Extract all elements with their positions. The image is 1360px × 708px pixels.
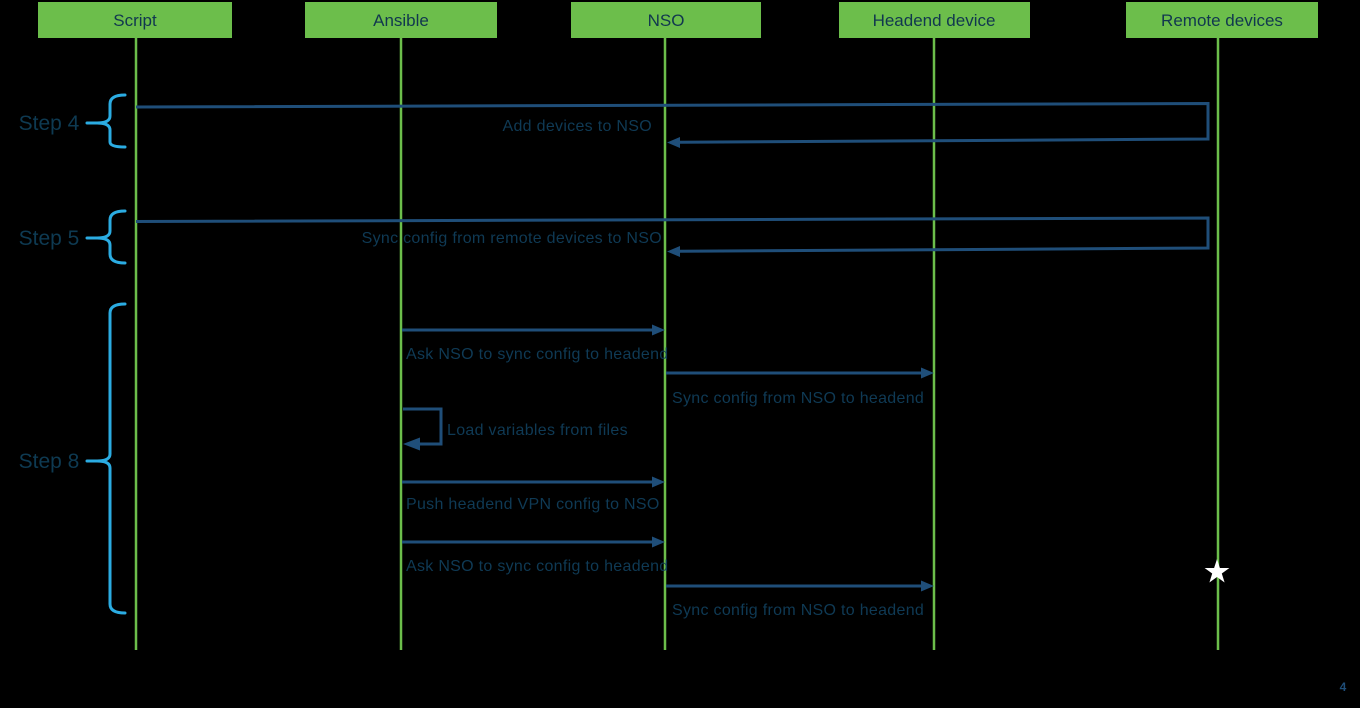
actor-header-script: Script — [38, 2, 232, 38]
message-sync-headend-2-label: Sync config from NSO to headend — [672, 602, 924, 619]
step-4-label: Step 4 — [19, 112, 80, 135]
actor-label-ansible: Ansible — [373, 11, 429, 30]
actor-box-ansible — [305, 2, 497, 38]
step-5-brace — [96, 209, 127, 265]
message-push-vpn-config-label: Push headend VPN config to NSO — [406, 496, 660, 513]
step-4-brace — [96, 93, 127, 149]
step-4-group: Step 4 Add devices to NSO — [19, 93, 1210, 149]
actor-box-nso — [571, 2, 761, 38]
actor-box-remote-devices — [1126, 2, 1318, 38]
message-sync-headend-1-label: Sync config from NSO to headend — [672, 390, 924, 407]
arrowhead-push-vpn-config — [652, 476, 665, 488]
arrowhead-sync-headend-2 — [921, 580, 934, 592]
arrowhead-add-devices — [667, 137, 680, 148]
arrowhead-ask-nso-1 — [652, 324, 665, 336]
arrow-add-devices — [135, 101, 1210, 144]
actor-box-script — [38, 2, 232, 38]
actor-label-nso: NSO — [648, 11, 685, 30]
actor-header-nso: NSO — [571, 2, 761, 38]
arrowhead-sync-remote — [667, 246, 680, 257]
step-8-label: Step 8 — [19, 450, 80, 473]
star-icon — [1204, 559, 1230, 583]
actor-header-ansible: Ansible — [305, 2, 497, 38]
message-add-devices-label: Add devices to NSO — [503, 118, 652, 135]
message-ask-nso-2-label: Ask NSO to sync config to headend — [406, 558, 669, 575]
arrow-sync-remote — [135, 216, 1210, 253]
step-5-group: Step 5 Sync config from remote devices t… — [19, 209, 1210, 265]
arrowhead-sync-headend-1 — [921, 367, 934, 379]
actor-header-remote-devices: Remote devices — [1126, 2, 1318, 38]
arrow-load-variables-selfloop — [403, 407, 443, 446]
actor-label-headend-device: Headend device — [873, 11, 996, 30]
step-5-label: Step 5 — [19, 227, 80, 250]
actor-label-remote-devices: Remote devices — [1161, 11, 1283, 30]
actor-box-headend-device — [839, 2, 1030, 38]
message-ask-nso-1-label: Ask NSO to sync config to headend — [406, 346, 669, 363]
arrowhead-load-variables — [403, 437, 420, 451]
page-number: 4 — [1340, 680, 1347, 694]
message-load-variables-label: Load variables from files — [447, 422, 628, 439]
actor-header-headend-device: Headend device — [839, 2, 1030, 38]
step-8-group: Step 8 Ask NSO to sync config to headend… — [19, 302, 934, 619]
message-sync-remote-label: Sync config from remote devices to NSO — [362, 230, 662, 247]
arrowhead-ask-nso-2 — [652, 536, 665, 548]
actor-label-script: Script — [113, 11, 157, 30]
step-8-brace — [96, 302, 127, 615]
